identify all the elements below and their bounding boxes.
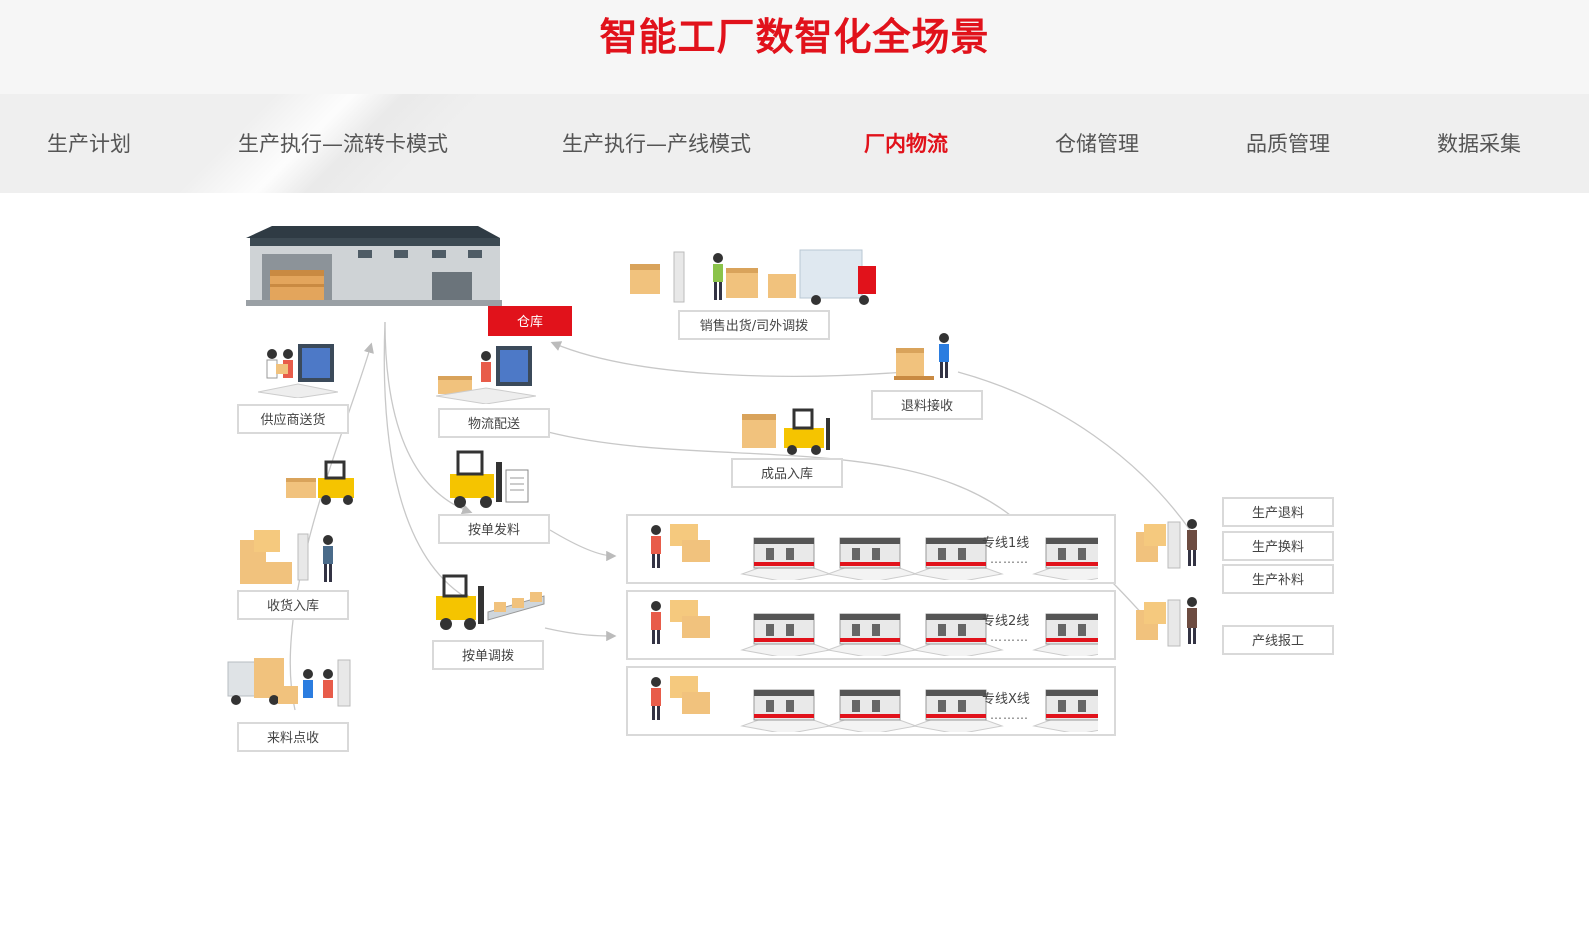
header: 智能工厂数智化全场景 bbox=[0, 0, 1589, 94]
line-x-name: 专线X线 bbox=[982, 692, 1030, 707]
tab-execution-card[interactable]: 生产执行—流转卡模式 bbox=[238, 132, 448, 156]
lane-equipment-icon bbox=[651, 600, 1098, 656]
lane-equipment-icon bbox=[651, 524, 1098, 580]
sales-shipping-icon bbox=[630, 249, 876, 305]
node-incoming-check: 来料点收 bbox=[237, 722, 349, 752]
action-line-report: 产线报工 bbox=[1222, 625, 1334, 655]
node-logistics-dispatch: 物流配送 bbox=[438, 408, 550, 438]
warehouse-building-icon bbox=[246, 226, 502, 306]
receive-in-icon bbox=[240, 530, 333, 584]
forklift-icon bbox=[286, 460, 354, 505]
action-production-supplement: 生产补料 bbox=[1222, 564, 1334, 594]
line-2-dots: ……… bbox=[990, 630, 1029, 644]
action-production-change: 生产换料 bbox=[1222, 531, 1334, 561]
line-1-name: 专线1线 bbox=[982, 536, 1030, 551]
production-lane-2: 专线2线 ……… bbox=[626, 590, 1116, 660]
node-transfer-by-order: 按单调拨 bbox=[432, 640, 544, 670]
tab-inplant-logistics[interactable]: 厂内物流 bbox=[864, 132, 948, 156]
production-lane-1: 专线1线 ……… bbox=[626, 514, 1116, 584]
node-sales-out: 销售出货/司外调拨 bbox=[678, 310, 830, 340]
logistics-dispatch-icon bbox=[436, 346, 536, 404]
transfer-by-order-icon bbox=[436, 574, 545, 630]
line-x-dots: ……… bbox=[990, 708, 1029, 722]
node-receive-in: 收货入库 bbox=[237, 590, 349, 620]
finished-goods-in-icon bbox=[742, 408, 830, 455]
return-receive-icon bbox=[894, 333, 949, 380]
line-2-name: 专线2线 bbox=[982, 614, 1030, 629]
tab-quality-management[interactable]: 品质管理 bbox=[1246, 132, 1330, 156]
tab-bar: 生产计划 生产执行—流转卡模式 生产执行—产线模式 厂内物流 仓储管理 品质管理… bbox=[0, 94, 1589, 193]
node-issue-by-order: 按单发料 bbox=[438, 514, 550, 544]
tab-data-collection[interactable]: 数据采集 bbox=[1437, 132, 1521, 156]
line-side-station-icon bbox=[1136, 597, 1197, 647]
node-return-receive: 退料接收 bbox=[871, 390, 983, 420]
incoming-check-icon bbox=[227, 658, 351, 707]
supplier-delivery-icon bbox=[258, 344, 338, 398]
tab-production-plan[interactable]: 生产计划 bbox=[47, 132, 131, 156]
line-side-station-icon bbox=[1136, 519, 1197, 569]
production-lane-x: 专线X线 ……… bbox=[626, 666, 1116, 736]
action-production-return: 生产退料 bbox=[1222, 497, 1334, 527]
page-title: 智能工厂数智化全场景 bbox=[599, 15, 990, 59]
warehouse-label: 仓库 bbox=[488, 306, 572, 336]
lane-equipment-icon bbox=[651, 676, 1098, 732]
tab-execution-line[interactable]: 生产执行—产线模式 bbox=[562, 132, 751, 156]
node-supplier-delivery: 供应商送货 bbox=[237, 404, 349, 434]
tab-warehouse-management[interactable]: 仓储管理 bbox=[1055, 132, 1139, 156]
tab-bar-decoration bbox=[120, 94, 540, 193]
line-1-dots: ……… bbox=[990, 552, 1029, 566]
node-finished-in: 成品入库 bbox=[731, 458, 843, 488]
issue-by-order-icon bbox=[450, 450, 529, 508]
